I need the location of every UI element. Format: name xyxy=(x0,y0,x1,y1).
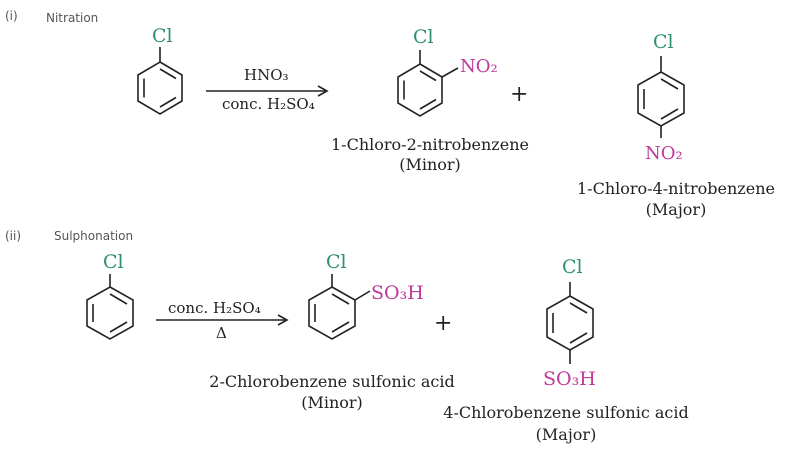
c-s-bond xyxy=(354,290,371,301)
nitro-group-label: NO₂ xyxy=(645,143,683,164)
reagent-top: HNO₃ xyxy=(244,66,289,84)
chlorine-label: Cl xyxy=(653,31,674,53)
product-name: 1-Chloro-2-nitrobenzene xyxy=(331,135,529,154)
ring-double-bond xyxy=(159,96,177,108)
product-note: (Major) xyxy=(536,425,597,444)
benzene-ring xyxy=(137,61,183,115)
product-ortho-nitro: Cl NO₂ xyxy=(397,26,498,117)
product-name: 4-Chlorobenzene sulfonic acid xyxy=(443,403,688,422)
ring-double-bond xyxy=(331,321,350,333)
reagent-top: conc. H₂SO₄ xyxy=(168,299,261,317)
benzene-ring xyxy=(86,286,134,340)
sulphonation-section: (ii) Sulphonation Cl conc. H₂SO₄ Δ Cl xyxy=(5,229,689,444)
ring-double-bond xyxy=(660,78,679,90)
plus-sign: + xyxy=(434,311,452,336)
ring-double-bond xyxy=(569,332,588,344)
section-title: Nitration xyxy=(46,11,98,25)
product-ortho-sulfonic: Cl SO₃H xyxy=(308,251,424,340)
reactant-chlorobenzene: Cl xyxy=(137,25,183,115)
chlorine-label: Cl xyxy=(326,251,347,273)
ring-double-bond xyxy=(660,108,679,120)
reaction-arrow xyxy=(156,314,289,326)
reactant-chlorobenzene: Cl xyxy=(86,251,134,340)
ring-double-bonds xyxy=(159,68,177,80)
nitration-section: (i) Nitration Cl HNO₃ conc. H₂SO₄ Cl xyxy=(5,9,775,219)
product-name: 2-Chlorobenzene sulfonic acid xyxy=(209,372,454,391)
product-name: 1-Chloro-4-nitrobenzene xyxy=(577,179,775,198)
chlorine-label: Cl xyxy=(103,251,124,273)
product-para-sulfonic: Cl SO₃H xyxy=(543,256,596,390)
ring-double-bond xyxy=(109,321,128,333)
ring-double-bond xyxy=(109,293,128,305)
product-note: (Major) xyxy=(646,200,707,219)
ring-double-bond xyxy=(569,302,588,314)
product-para-nitro: Cl NO₂ xyxy=(637,31,685,164)
ring-double-bond xyxy=(419,98,437,110)
nitro-group-label: NO₂ xyxy=(460,56,498,77)
section-title: Sulphonation xyxy=(54,229,133,243)
section-marker: (i) xyxy=(5,9,18,23)
sulfonic-group-label: SO₃H xyxy=(371,282,424,304)
reaction-arrow xyxy=(206,85,329,97)
reagent-bottom: conc. H₂SO₄ xyxy=(222,95,315,113)
sulfonic-group-label: SO₃H xyxy=(543,368,596,390)
c-n-bond xyxy=(441,67,459,78)
product-note: (Minor) xyxy=(399,155,461,174)
chlorine-label: Cl xyxy=(413,26,434,48)
benzene-ring xyxy=(546,295,594,351)
product-note: (Minor) xyxy=(301,393,363,412)
plus-sign: + xyxy=(510,82,528,107)
ring-double-bond xyxy=(419,70,437,82)
arrow-head xyxy=(317,85,329,97)
benzene-ring xyxy=(637,71,685,127)
reagent-bottom: Δ xyxy=(216,324,227,342)
chlorine-label: Cl xyxy=(562,256,583,278)
ring-double-bond xyxy=(331,293,350,305)
section-marker: (ii) xyxy=(5,229,21,243)
chlorine-label: Cl xyxy=(152,25,173,47)
arrow-head xyxy=(277,314,289,326)
